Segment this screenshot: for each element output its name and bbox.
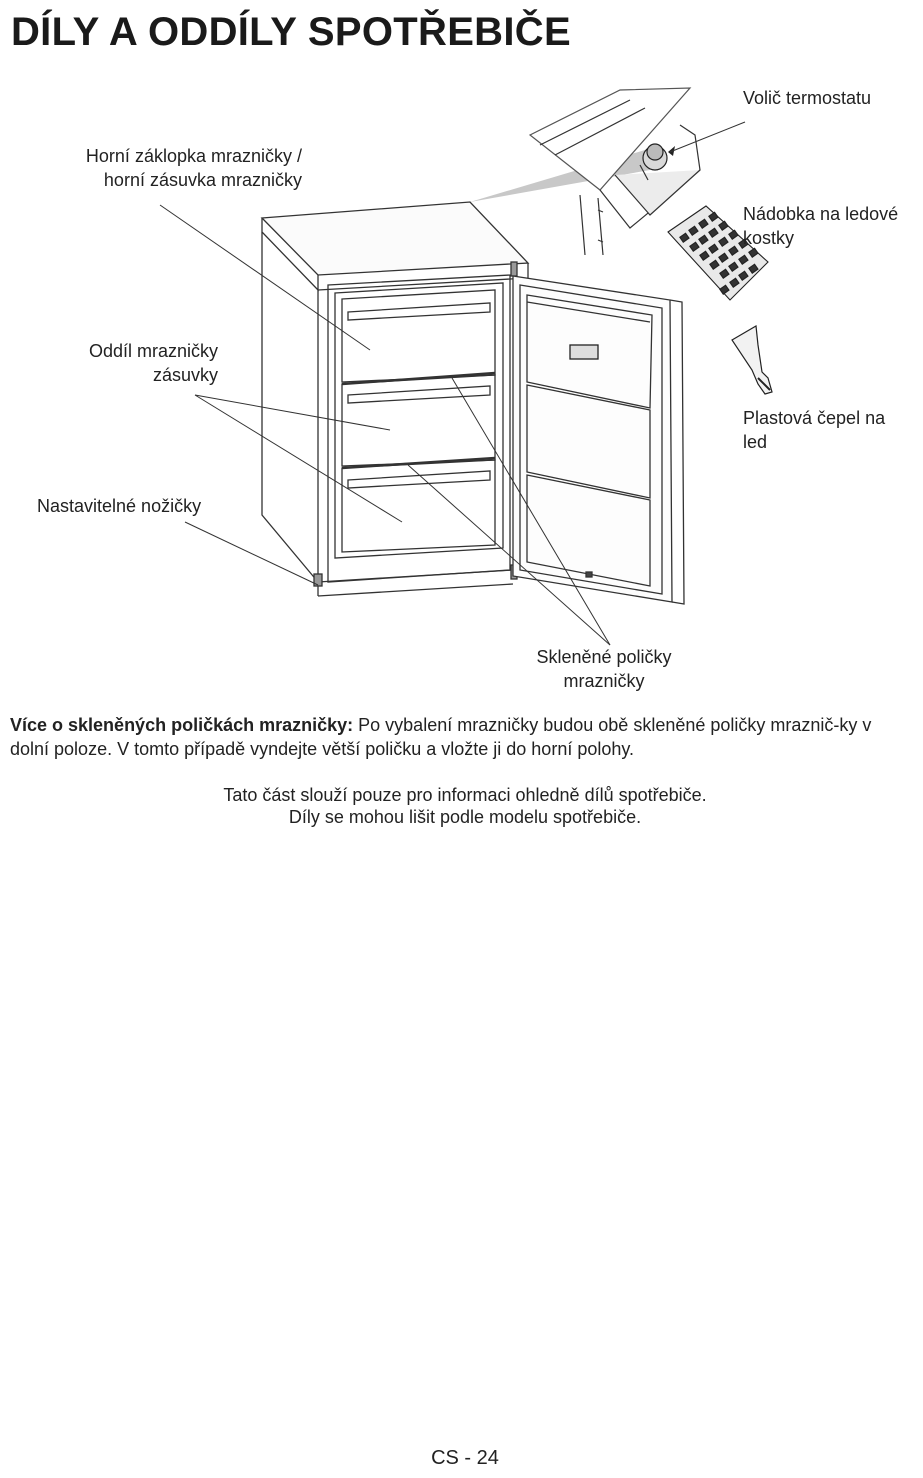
note-text: Po vybalení mrazničky budou obě skleněné… xyxy=(10,715,872,759)
ice-cube-tray-icon xyxy=(667,205,769,301)
label-ice-tray: Nádobka na ledové kostky xyxy=(743,204,899,248)
appliance-diagram xyxy=(159,87,773,646)
ice-scraper-icon xyxy=(731,325,773,395)
label-top-flap: Horní záklopka mrazničky / horní zásuvka… xyxy=(85,146,302,190)
page-number: CS - 24 xyxy=(431,1447,499,1469)
label-ice-scraper: Plastová čepel na led xyxy=(743,408,886,452)
leader-lines xyxy=(159,121,746,646)
door-display-icon xyxy=(569,344,599,360)
thermostat-detail xyxy=(528,87,701,256)
page-title: DÍLY A ODDÍLY SPOTŘEBIČE xyxy=(11,10,571,54)
fridge-door xyxy=(512,275,685,605)
label-thermostat: Volič termostatu xyxy=(743,88,872,108)
label-glass-shelves: Skleněné poličky mrazničky xyxy=(536,647,672,691)
label-freezer-drawers: Oddíl mrazničky zásuvky xyxy=(88,341,218,385)
info-text: Tato část slouží pouze pro informaci ohl… xyxy=(0,784,923,828)
note-heading: Více o skleněných poličkách mrazničky: xyxy=(10,715,354,735)
fridge-cabinet xyxy=(260,201,530,597)
label-feet: Nastavitelné nožičky xyxy=(37,496,202,516)
glass-shelves-note: Více o skleněných poličkách mrazničky: P… xyxy=(10,713,915,761)
info-line-2: Díly se mohou lišit podle modelu spotřeb… xyxy=(288,807,642,827)
info-line-1: Tato část slouží pouze pro informaci ohl… xyxy=(223,785,707,805)
